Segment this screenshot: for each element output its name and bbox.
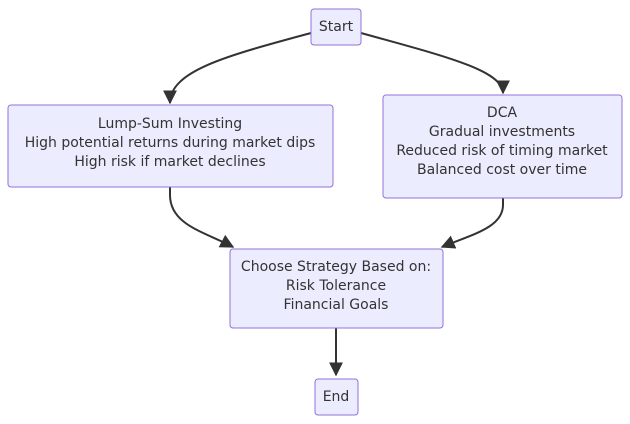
edge-lump-sum-to-choose	[169, 187, 235, 248]
node-lump-sum-title: Lump-Sum Investing	[98, 116, 242, 132]
node-lump-sum-line-2: High potential returns during market dip…	[25, 135, 316, 151]
node-choose-line-3: Financial Goals	[284, 297, 389, 313]
node-dca-line-4: Balanced cost over time	[417, 162, 587, 178]
node-dca: DCA Gradual investments Reduced risk of …	[382, 94, 623, 199]
edge-dca-to-choose	[440, 198, 504, 249]
node-lump-sum-line-3: High risk if market declines	[74, 154, 265, 170]
node-choose-line-2: Risk Tolerance	[286, 278, 386, 294]
node-choose-title: Choose Strategy Based on:	[241, 259, 431, 275]
node-end-label: End	[323, 389, 350, 405]
node-start-label: Start	[319, 19, 354, 35]
node-choose-strategy: Choose Strategy Based on: Risk Tolerance…	[229, 248, 444, 329]
edge-start-to-lump-sum	[163, 32, 312, 105]
node-lump-sum-investing: Lump-Sum Investing High potential return…	[7, 104, 334, 188]
node-dca-line-2: Gradual investments	[429, 124, 575, 140]
node-end: End	[314, 378, 359, 416]
edge-start-to-dca	[360, 32, 510, 95]
node-start: Start	[310, 8, 362, 46]
node-dca-title: DCA	[487, 105, 518, 121]
node-dca-line-3: Reduced risk of timing market	[396, 143, 608, 159]
